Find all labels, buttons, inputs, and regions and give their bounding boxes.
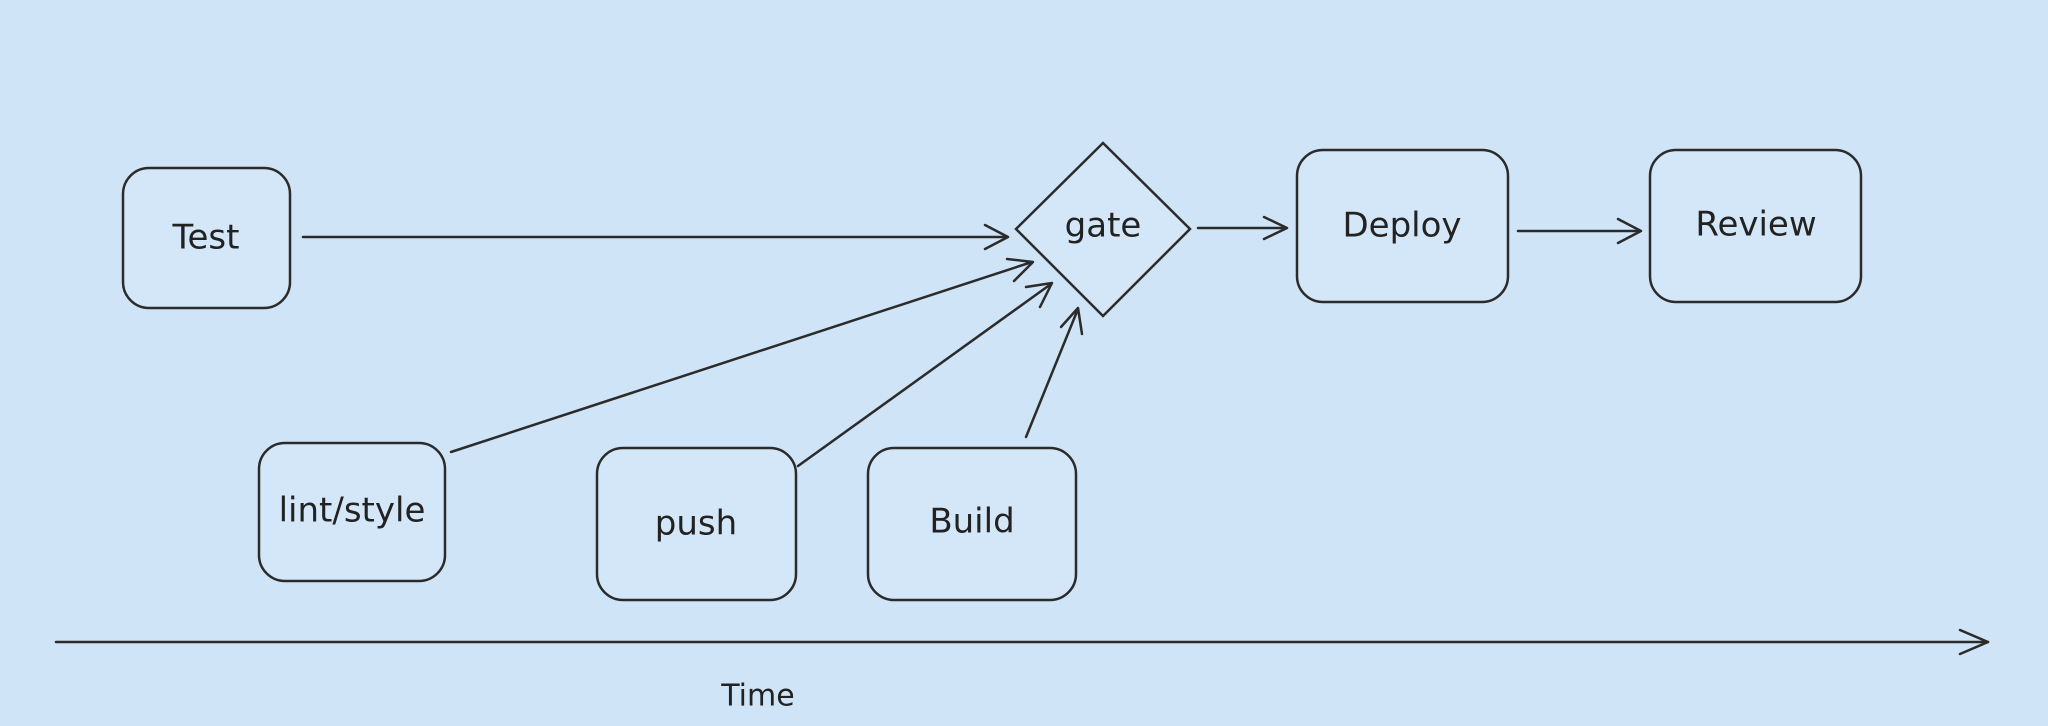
edge-gate-to-deploy	[1196, 215, 1289, 241]
edge-build-to-gate	[1024, 306, 1084, 439]
edge-lint-to-gate	[449, 257, 1035, 454]
edge-test-to-gate	[301, 223, 1010, 251]
node-test-label: Test	[172, 218, 240, 258]
node-lint-style: lint/style	[257, 441, 447, 583]
node-deploy-label: Deploy	[1342, 206, 1461, 246]
node-deploy: Deploy	[1295, 148, 1510, 304]
node-lint-style-label: lint/style	[279, 491, 426, 531]
time-axis-arrowhead	[1958, 628, 1990, 656]
node-gate-decision: gate	[1014, 141, 1192, 318]
node-test: Test	[121, 166, 292, 310]
edge-push-to-gate	[796, 281, 1054, 468]
edge-deploy-to-review	[1516, 217, 1643, 245]
node-review-label: Review	[1695, 205, 1816, 245]
edges	[301, 215, 1643, 468]
time-axis: Time	[54, 628, 1990, 714]
node-push-label: push	[655, 504, 737, 544]
node-build: Build	[866, 446, 1078, 602]
node-push: push	[595, 446, 798, 602]
node-gate-label: gate	[1065, 206, 1142, 246]
node-build-label: Build	[929, 502, 1014, 542]
node-review: Review	[1648, 148, 1863, 304]
time-axis-label: Time	[720, 679, 794, 714]
